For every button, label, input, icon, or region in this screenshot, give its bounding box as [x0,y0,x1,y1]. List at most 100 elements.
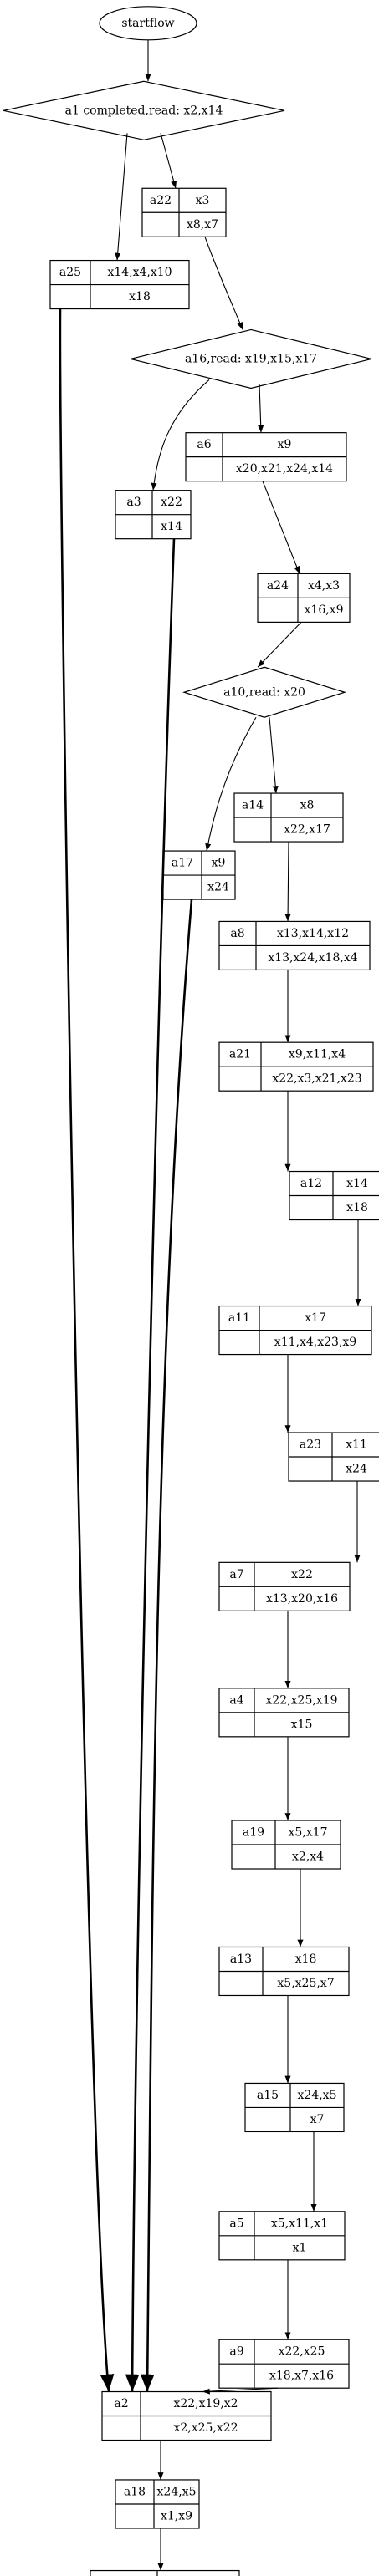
edge-a9-a2 [202,2387,279,2395]
decision-node-d1 [3,80,285,140]
task-node-a3-bottom: x14 [161,520,182,533]
task-node-a7: a7 x22 x13,x20,x16 [218,1561,351,1611]
task-node-a15: a15 x24,x5 x7 [244,2082,345,2133]
task-node-a19-bottom: x2,x4 [292,1851,324,1864]
task-node-a18-top: x24,x5 [157,2485,197,2498]
task-node-a22-top: x3 [196,194,210,207]
task-node-a12-top: x14 [346,1177,368,1190]
task-node-a12: a12 x14 x18 [289,1170,379,1221]
edge-d1-a25 [115,133,128,261]
task-id-a6: a6 [197,438,211,451]
decision-label-d1: a1 completed,read: x2,x14 [65,104,223,117]
task-node-a23-bottom: x24 [346,1463,367,1476]
task-node-a9-bottom: x18,x7,x16 [269,2370,334,2383]
task-id-a2: a2 [114,2397,128,2411]
edge-d2-a6 [258,384,264,433]
edge-d3-a17 [205,716,257,852]
task-node-a23-top: x11 [346,1438,367,1452]
task-id-a17: a17 [172,857,193,870]
task-id-a19: a19 [243,1826,264,1840]
task-node-a7-bottom: x13,x20,x16 [266,1592,338,1606]
task-id-a15: a15 [257,2089,279,2102]
task-node-a21-top: x9,x11,x4 [289,1048,346,1061]
task-node-a3-top: x22 [161,496,182,509]
task-node-a7-top: x22 [291,1568,313,1581]
task-node-a6-top: x9 [278,438,292,451]
task-node-a17-top: x9 [212,857,226,870]
edge-a3-a2 [125,538,176,2392]
task-id-a5: a5 [229,2217,243,2230]
task-node-a23: a23 x11 x24 [288,1432,379,1482]
task-id-a24: a24 [267,579,289,593]
decision-node-d2 [130,328,372,389]
task-node-a17: a17 x9 x24 [162,850,236,900]
task-node-a24-top: x4,x3 [308,579,340,593]
task-node-a19: a19 x5,x17 x2,x4 [231,1820,341,1870]
task-node-a25-top: x14,x4,x10 [107,266,172,279]
edge-a6-a24 [262,481,300,574]
task-node-a6-bottom: x20,x21,x24,x14 [236,462,333,476]
decision-label-d3: a10,read: x20 [223,685,305,699]
task-id-a8: a8 [230,927,244,940]
task-node-a14-top: x8 [300,799,315,812]
task-id-a18: a18 [124,2485,146,2498]
task-node-a2-bottom: x2,x25,x22 [173,2421,238,2435]
task-node-a17-bottom: x24 [207,881,229,894]
task-node-a25: a25 x14,x4,x10 x18 [49,259,190,310]
start-node [99,6,197,41]
edge-a17-a2 [140,899,193,2392]
task-node-a18: a18 x24,x5 x1,x9 [115,2479,200,2529]
edge-d2-a3 [151,379,210,491]
task-node-a25-bottom: x18 [129,290,151,303]
task-node-a18-bottom: x1,x9 [161,2509,192,2523]
task-node-a15-top: x24,x5 [298,2089,337,2102]
task-node-a22: a22 x3 x8,x7 [141,187,227,237]
task-node-a12-bottom: x18 [346,1201,368,1214]
task-id-a13: a13 [230,1952,252,1966]
task-id-a23: a23 [300,1438,321,1452]
task-node-a8-bottom: x13,x24,x18,x4 [268,951,357,965]
task-node-a21: a21 x9,x11,x4 x22,x3,x21,x23 [218,1041,374,1092]
task-node-a13-bottom: x5,x25,x7 [277,1977,334,1990]
edge-d3-a14 [269,717,279,794]
edge-a25-a2 [59,308,115,2392]
end-node-box [90,2569,240,2576]
task-node-a24-bottom: x16,x9 [305,603,344,617]
task-node-a2-top: x22,x19,x2 [173,2397,238,2411]
task-id-a9: a9 [229,2345,243,2359]
task-node-a4: a4 x22,x25,x19 x15 [218,1688,350,1738]
task-node-a5-bottom: x1 [293,2241,307,2254]
task-node-a24: a24 x4,x3 x16,x9 [257,573,351,623]
task-id-a12: a12 [300,1177,322,1190]
flow-edges [59,39,361,2571]
task-node-a2: a2 x22,x19,x2 x2,x25,x22 [101,2390,272,2441]
task-node-a8: a8 x13,x14,x12 x13,x24,x18,x4 [218,920,371,971]
decision-node-d3 [182,666,347,718]
task-id-a21: a21 [229,1048,251,1061]
edge-a22-d2 [204,237,243,330]
edge-d1-a22 [160,133,177,189]
task-id-a25: a25 [59,266,81,279]
task-node-a9: a9 x22,x25 x18,x7,x16 [218,2339,350,2389]
task-node-a11-bottom: x11,x4,x23,x9 [274,1336,356,1349]
task-node-a4-top: x22,x25,x19 [265,1693,337,1707]
task-node-a4-bottom: x15 [291,1718,313,1731]
task-node-a6: a6 x9 x20,x21,x24,x14 [185,432,347,482]
task-id-a14: a14 [242,799,264,812]
task-id-a7: a7 [229,1568,243,1581]
task-node-a22-bottom: x8,x7 [187,218,218,232]
task-node-a21-bottom: x22,x3,x21,x23 [272,1072,361,1086]
task-node-a9-top: x22,x25 [279,2345,325,2359]
task-node-a15-bottom: x7 [310,2113,325,2126]
end-node: endflowall objects [90,2569,240,2576]
task-node-a8-top: x13,x14,x12 [277,927,349,940]
task-id-a4: a4 [229,1693,243,1707]
task-id-a22: a22 [150,194,172,207]
task-node-a19-top: x5,x17 [289,1826,328,1840]
